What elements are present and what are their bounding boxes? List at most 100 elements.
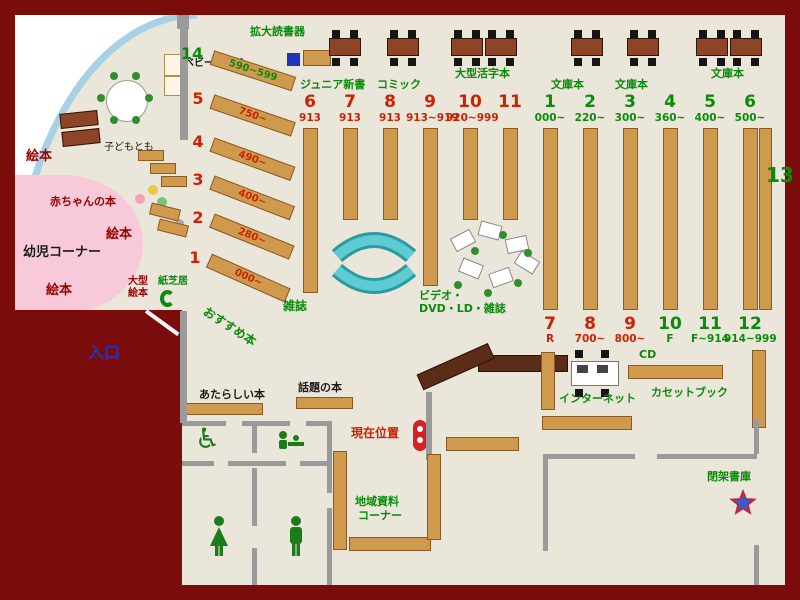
closed-stacks-label: 閉架書庫 — [707, 470, 751, 483]
wall-segment — [182, 461, 214, 466]
reading-table — [696, 30, 728, 66]
shelf-range: 913 — [339, 112, 361, 124]
bookshelf — [543, 128, 558, 310]
chair-icon — [97, 94, 105, 102]
sofa-icon — [333, 235, 415, 260]
bookshelf — [759, 128, 772, 310]
category-label: 文庫本 — [615, 78, 648, 91]
outside-area — [15, 15, 197, 313]
chair-icon — [132, 72, 140, 80]
kids-shelf — [150, 163, 176, 174]
chair-icon — [145, 94, 153, 102]
woman-icon — [210, 516, 228, 556]
shelf-range: 360~ — [654, 112, 686, 124]
bookshelf — [349, 537, 431, 551]
internet-label: インターネット — [559, 392, 636, 405]
shelf-number: 4 — [192, 132, 204, 151]
wall-segment — [327, 508, 332, 585]
shelf-range: 913 — [379, 112, 401, 124]
wall-segment — [242, 421, 290, 426]
bookshelf — [663, 128, 678, 310]
entrance-block — [15, 310, 182, 585]
category-label: 文庫本 — [551, 78, 584, 91]
reading-table — [571, 30, 603, 66]
picture-books-label: 絵本 — [106, 227, 133, 242]
shelf-number: 8 — [584, 314, 596, 334]
shelf-number: 13 — [766, 163, 794, 187]
bookshelf — [343, 128, 358, 220]
chair-icon — [471, 247, 479, 255]
bookshelf — [186, 403, 263, 415]
wall-segment — [543, 459, 548, 551]
internet-table — [571, 361, 619, 386]
magazines-label: 雑誌 — [283, 299, 308, 313]
bookshelf — [423, 128, 438, 286]
category-label: 文庫本 — [711, 67, 744, 80]
chair-icon — [575, 389, 583, 397]
shelf-number: 9 — [424, 92, 436, 112]
shelf-range: 913~919 — [406, 112, 459, 124]
shelf-range: 400~ — [694, 112, 726, 124]
chair-icon — [110, 72, 118, 80]
shelf-range: 300~ — [614, 112, 646, 124]
new-books-label: あたらしい本 — [199, 388, 265, 401]
category-label: ジュニア新書 — [300, 78, 366, 91]
baby-changing-icon — [279, 431, 304, 449]
cd-label: CD — [639, 348, 657, 361]
shelf-range: R — [545, 333, 555, 345]
chair-icon — [601, 350, 609, 358]
bookshelf — [752, 350, 766, 428]
bookshelf — [333, 451, 347, 550]
shelf-number: 2 — [584, 92, 596, 112]
bookshelf — [463, 128, 478, 220]
bookshelf — [427, 454, 441, 540]
picture-books-label: 絵本 — [46, 283, 73, 298]
bookshelf — [623, 128, 638, 310]
shelf-number: 10 — [658, 314, 682, 334]
shelf-number: 3 — [192, 170, 204, 189]
shelf-number: 12 — [738, 314, 762, 334]
wall-segment — [754, 419, 759, 454]
bookshelf — [541, 352, 555, 410]
shelf-range: 700~ — [574, 333, 606, 345]
wall-segment — [300, 461, 330, 466]
entrance-label: 入口 — [88, 343, 121, 362]
reading-table — [730, 30, 762, 66]
bookshelf — [383, 128, 398, 220]
shelf-number: 2 — [192, 208, 204, 227]
shelf-number: 11 — [498, 92, 522, 112]
kids-shelf — [161, 176, 187, 187]
cassette-books-label: カセットブック — [651, 386, 728, 399]
reading-table — [387, 30, 419, 66]
shelf-number: 5 — [704, 92, 716, 112]
chair-icon — [601, 389, 609, 397]
shelf-number: 1 — [544, 92, 556, 112]
shelf-range: 220~ — [574, 112, 606, 124]
shelf-range: 500~ — [734, 112, 766, 124]
baby-books-label: 赤ちゃんの本 — [50, 195, 116, 208]
wall-segment — [306, 421, 330, 426]
local-materials-label-line2: コーナー — [358, 509, 402, 522]
shelf-number: 6 — [304, 92, 316, 112]
shelf-range: F~914 — [691, 333, 729, 345]
chair-icon — [110, 116, 118, 124]
shelf-number: 10 — [458, 92, 482, 112]
chair-icon — [499, 231, 507, 239]
wall-segment — [754, 545, 759, 585]
bookshelf — [583, 128, 598, 310]
toddler-zone — [15, 175, 143, 312]
shelf-range: 913 — [299, 112, 321, 124]
video-label-line2: DVD・LD・雑誌 — [419, 302, 506, 315]
shelf-range: 920~999 — [446, 112, 499, 124]
wheelchair-icon: ♿ — [195, 422, 221, 455]
reading-table — [451, 30, 483, 66]
wall-segment — [543, 454, 635, 459]
bookshelf — [303, 128, 318, 293]
magnifier-device-icon — [287, 53, 300, 66]
wall-segment — [177, 15, 189, 29]
wall-segment — [657, 454, 757, 459]
round-table — [106, 80, 148, 122]
kamishibai-label: 紙芝居 — [158, 276, 188, 287]
stool-icon — [157, 197, 167, 207]
